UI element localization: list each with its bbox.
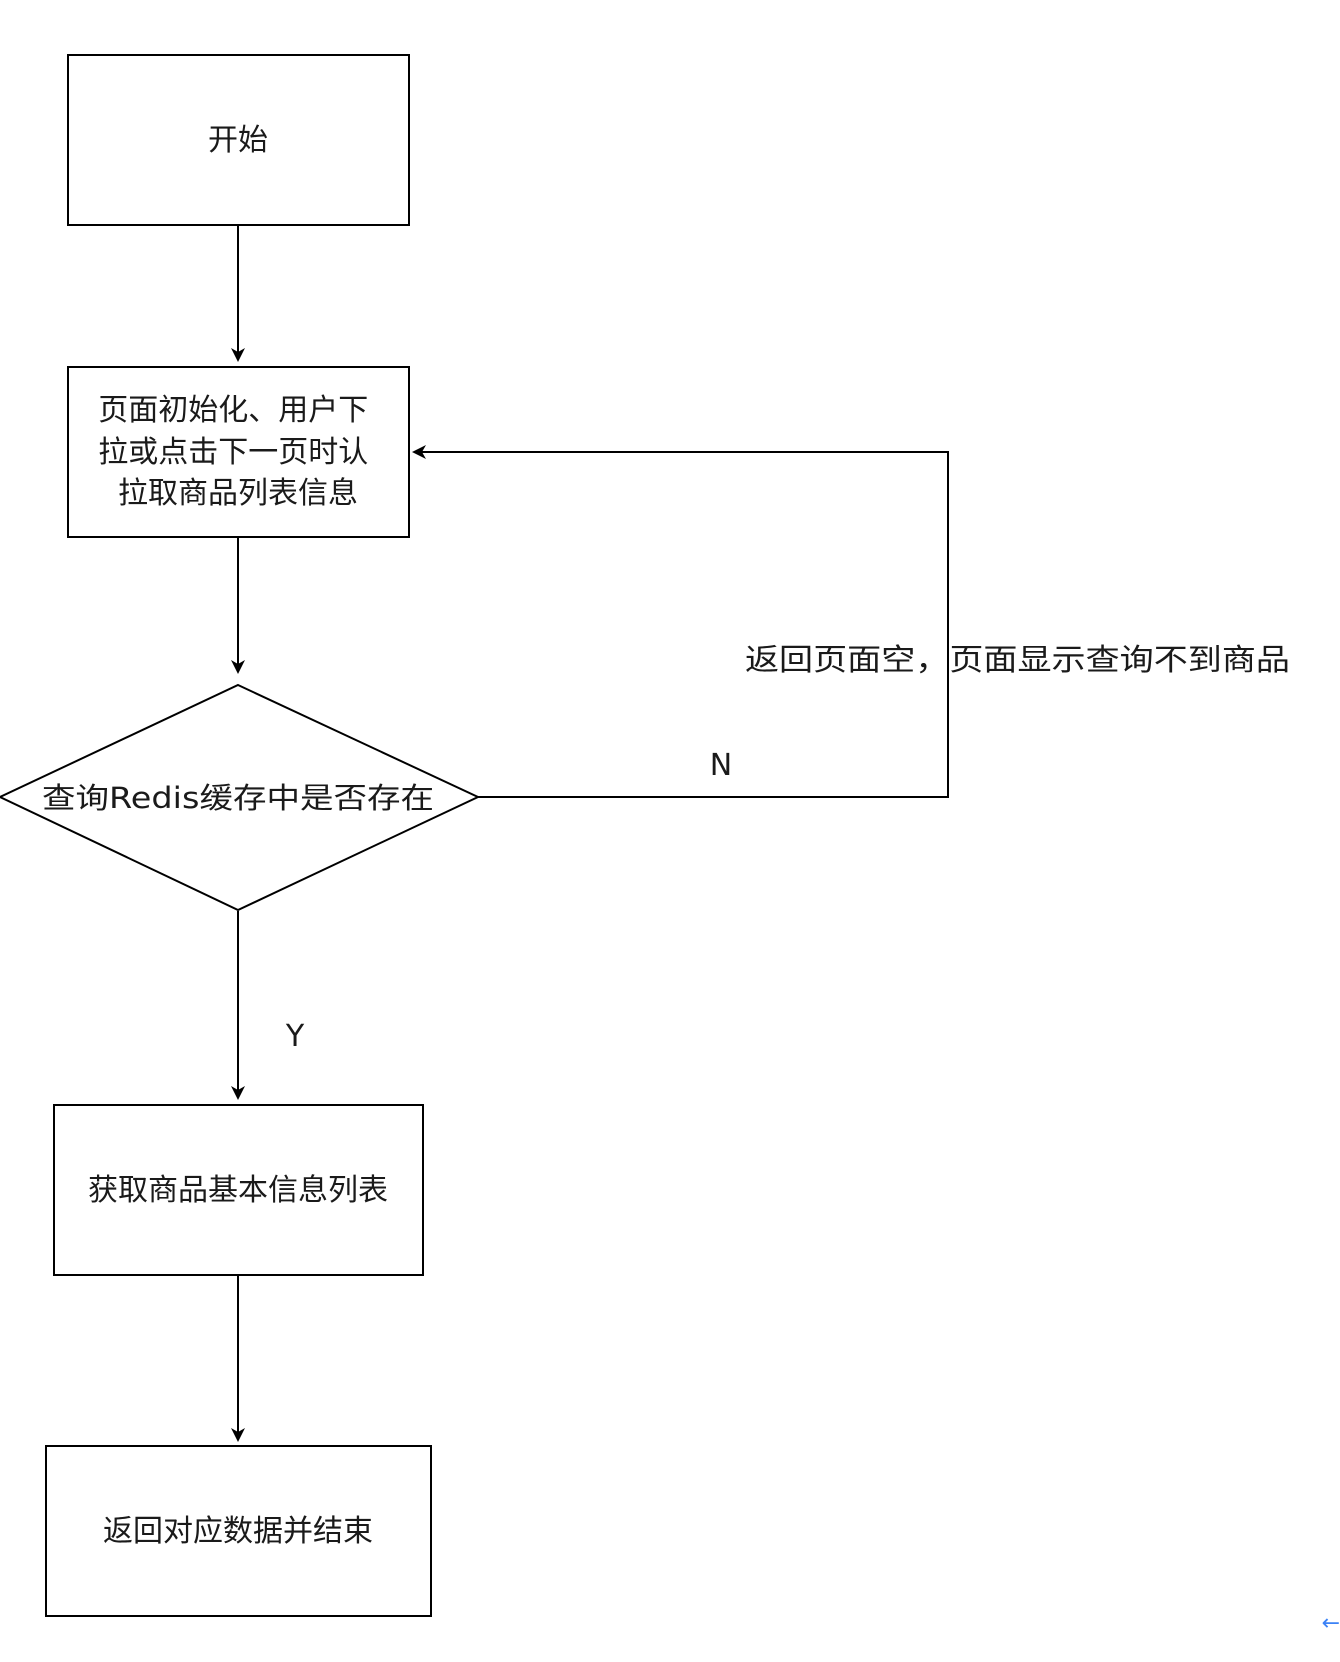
- edge-note-no-result: 返回页面空，页面显示查询不到商品: [745, 643, 1290, 678]
- check-redis-diamond: [0, 683, 481, 912]
- node-load-products: 页面初始化、用户下 拉或点击下一页时认 拉取商品列表信息: [67, 366, 410, 538]
- load-products-line-3: 拉取商品列表信息: [118, 476, 358, 511]
- load-products-line-2: 拉或点击下一页时认: [98, 435, 368, 470]
- load-products-line-1: 页面初始化、用户下: [98, 393, 368, 428]
- load-products-label: 页面初始化、用户下 拉或点击下一页时认 拉取商品列表信息: [98, 393, 378, 511]
- edges: [231, 226, 949, 1442]
- edge-label-no: N: [710, 748, 732, 783]
- node-start: 开始: [67, 54, 410, 226]
- edge-check-no-loop: [412, 445, 949, 798]
- fetch-list-box: [53, 1104, 424, 1276]
- node-check-redis: 查询Redis缓存中是否存在: [0, 683, 481, 912]
- finish-label: 返回对应数据并结束: [103, 1514, 373, 1549]
- fetch-list-label: 获取商品基本信息列表: [88, 1173, 388, 1208]
- left-arrow-icon: ←: [1321, 1611, 1340, 1636]
- start-label: 开始: [208, 123, 268, 158]
- load-products-box: [67, 366, 410, 538]
- node-fetch-list: 获取商品基本信息列表: [53, 1104, 424, 1276]
- finish-box: [45, 1445, 432, 1617]
- node-finish: 返回对应数据并结束: [45, 1445, 432, 1617]
- start-box: [67, 54, 410, 226]
- check-redis-label: 查询Redis缓存中是否存在: [42, 781, 434, 815]
- edge-label-yes: Y: [285, 1019, 305, 1054]
